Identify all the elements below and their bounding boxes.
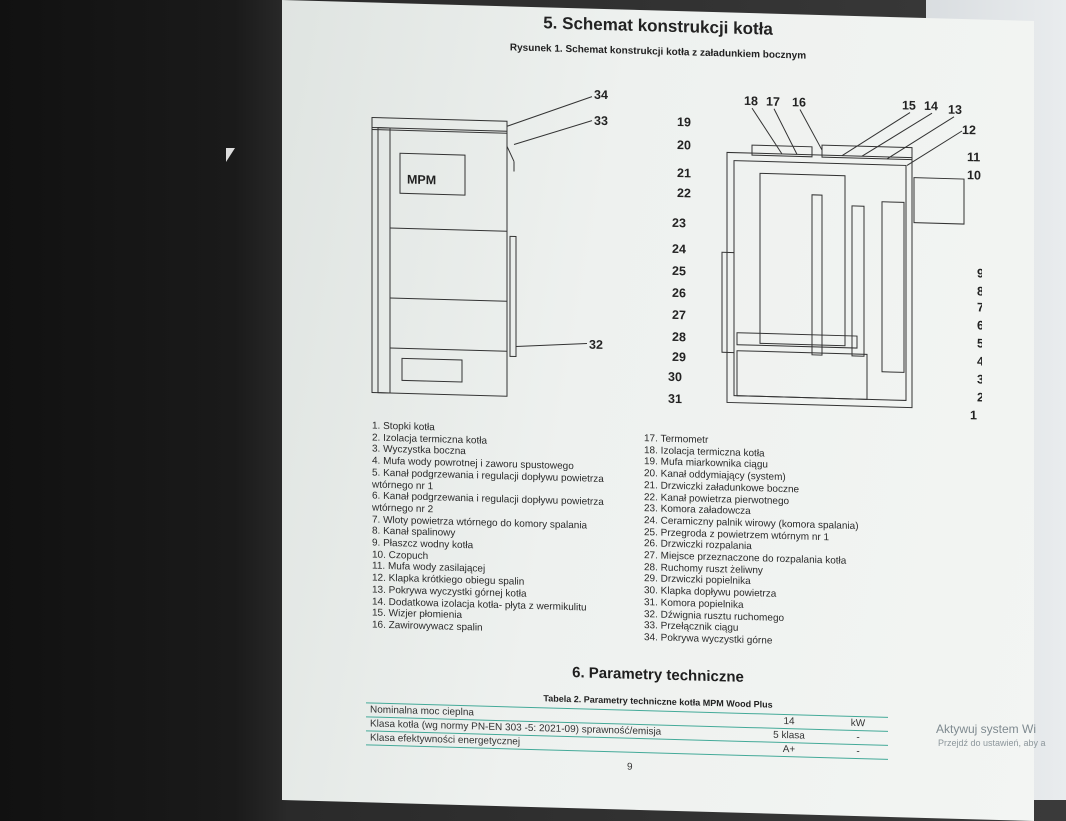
parameters-table: Nominalna moc cieplna 14 kW Klasa kotła … <box>366 702 888 760</box>
logo-text: MPM <box>407 172 436 187</box>
svg-text:16: 16 <box>792 95 806 109</box>
document-page: 5. Schemat konstrukcji kotła Rysunek 1. … <box>282 0 1034 821</box>
svg-text:25: 25 <box>672 264 686 278</box>
svg-text:14: 14 <box>924 99 938 113</box>
activation-watermark-sub: Przejdź do ustawień, aby a <box>938 738 1046 748</box>
callout-33: 33 <box>594 114 608 128</box>
svg-text:20: 20 <box>677 138 691 152</box>
callouts-left-side: 19 20 21 22 23 24 25 26 27 28 29 30 31 <box>668 115 691 406</box>
svg-text:21: 21 <box>677 166 691 180</box>
svg-text:29: 29 <box>672 350 686 364</box>
svg-text:1: 1 <box>970 408 977 422</box>
svg-text:4: 4 <box>977 354 982 368</box>
boiler-cross-section <box>721 144 965 409</box>
svg-text:17: 17 <box>766 95 780 109</box>
callouts-top: 18 17 16 15 14 13 12 <box>744 94 976 166</box>
svg-text:24: 24 <box>672 242 686 256</box>
svg-text:13: 13 <box>948 103 962 117</box>
svg-text:27: 27 <box>672 308 686 322</box>
svg-text:12: 12 <box>962 123 976 137</box>
svg-text:18: 18 <box>744 94 758 108</box>
svg-text:23: 23 <box>672 216 686 230</box>
svg-text:15: 15 <box>902 98 916 112</box>
boiler-diagram: MPM 34 33 32 <box>371 88 982 422</box>
svg-text:9: 9 <box>977 266 982 280</box>
boiler-front-view: MPM 34 33 32 <box>371 88 608 397</box>
svg-text:6: 6 <box>977 318 982 332</box>
callout-32: 32 <box>589 338 603 352</box>
svg-text:22: 22 <box>677 186 691 200</box>
page-number: 9 <box>627 761 633 773</box>
svg-text:7: 7 <box>977 300 982 314</box>
svg-text:5: 5 <box>977 336 982 350</box>
svg-text:19: 19 <box>677 115 691 129</box>
svg-text:10: 10 <box>967 168 981 182</box>
mouse-cursor-icon <box>226 148 235 162</box>
svg-text:3: 3 <box>977 372 982 386</box>
svg-text:26: 26 <box>672 286 686 300</box>
svg-text:2: 2 <box>977 390 982 404</box>
activation-watermark: Aktywuj system Wi <box>936 722 1037 736</box>
svg-text:8: 8 <box>977 284 982 298</box>
svg-text:30: 30 <box>668 370 682 384</box>
svg-text:11: 11 <box>967 150 980 164</box>
svg-text:31: 31 <box>668 392 682 406</box>
callouts-right: 11 10 9 8 7 6 5 4 3 2 1 <box>967 150 982 422</box>
callout-34: 34 <box>594 88 608 102</box>
svg-text:28: 28 <box>672 330 686 344</box>
